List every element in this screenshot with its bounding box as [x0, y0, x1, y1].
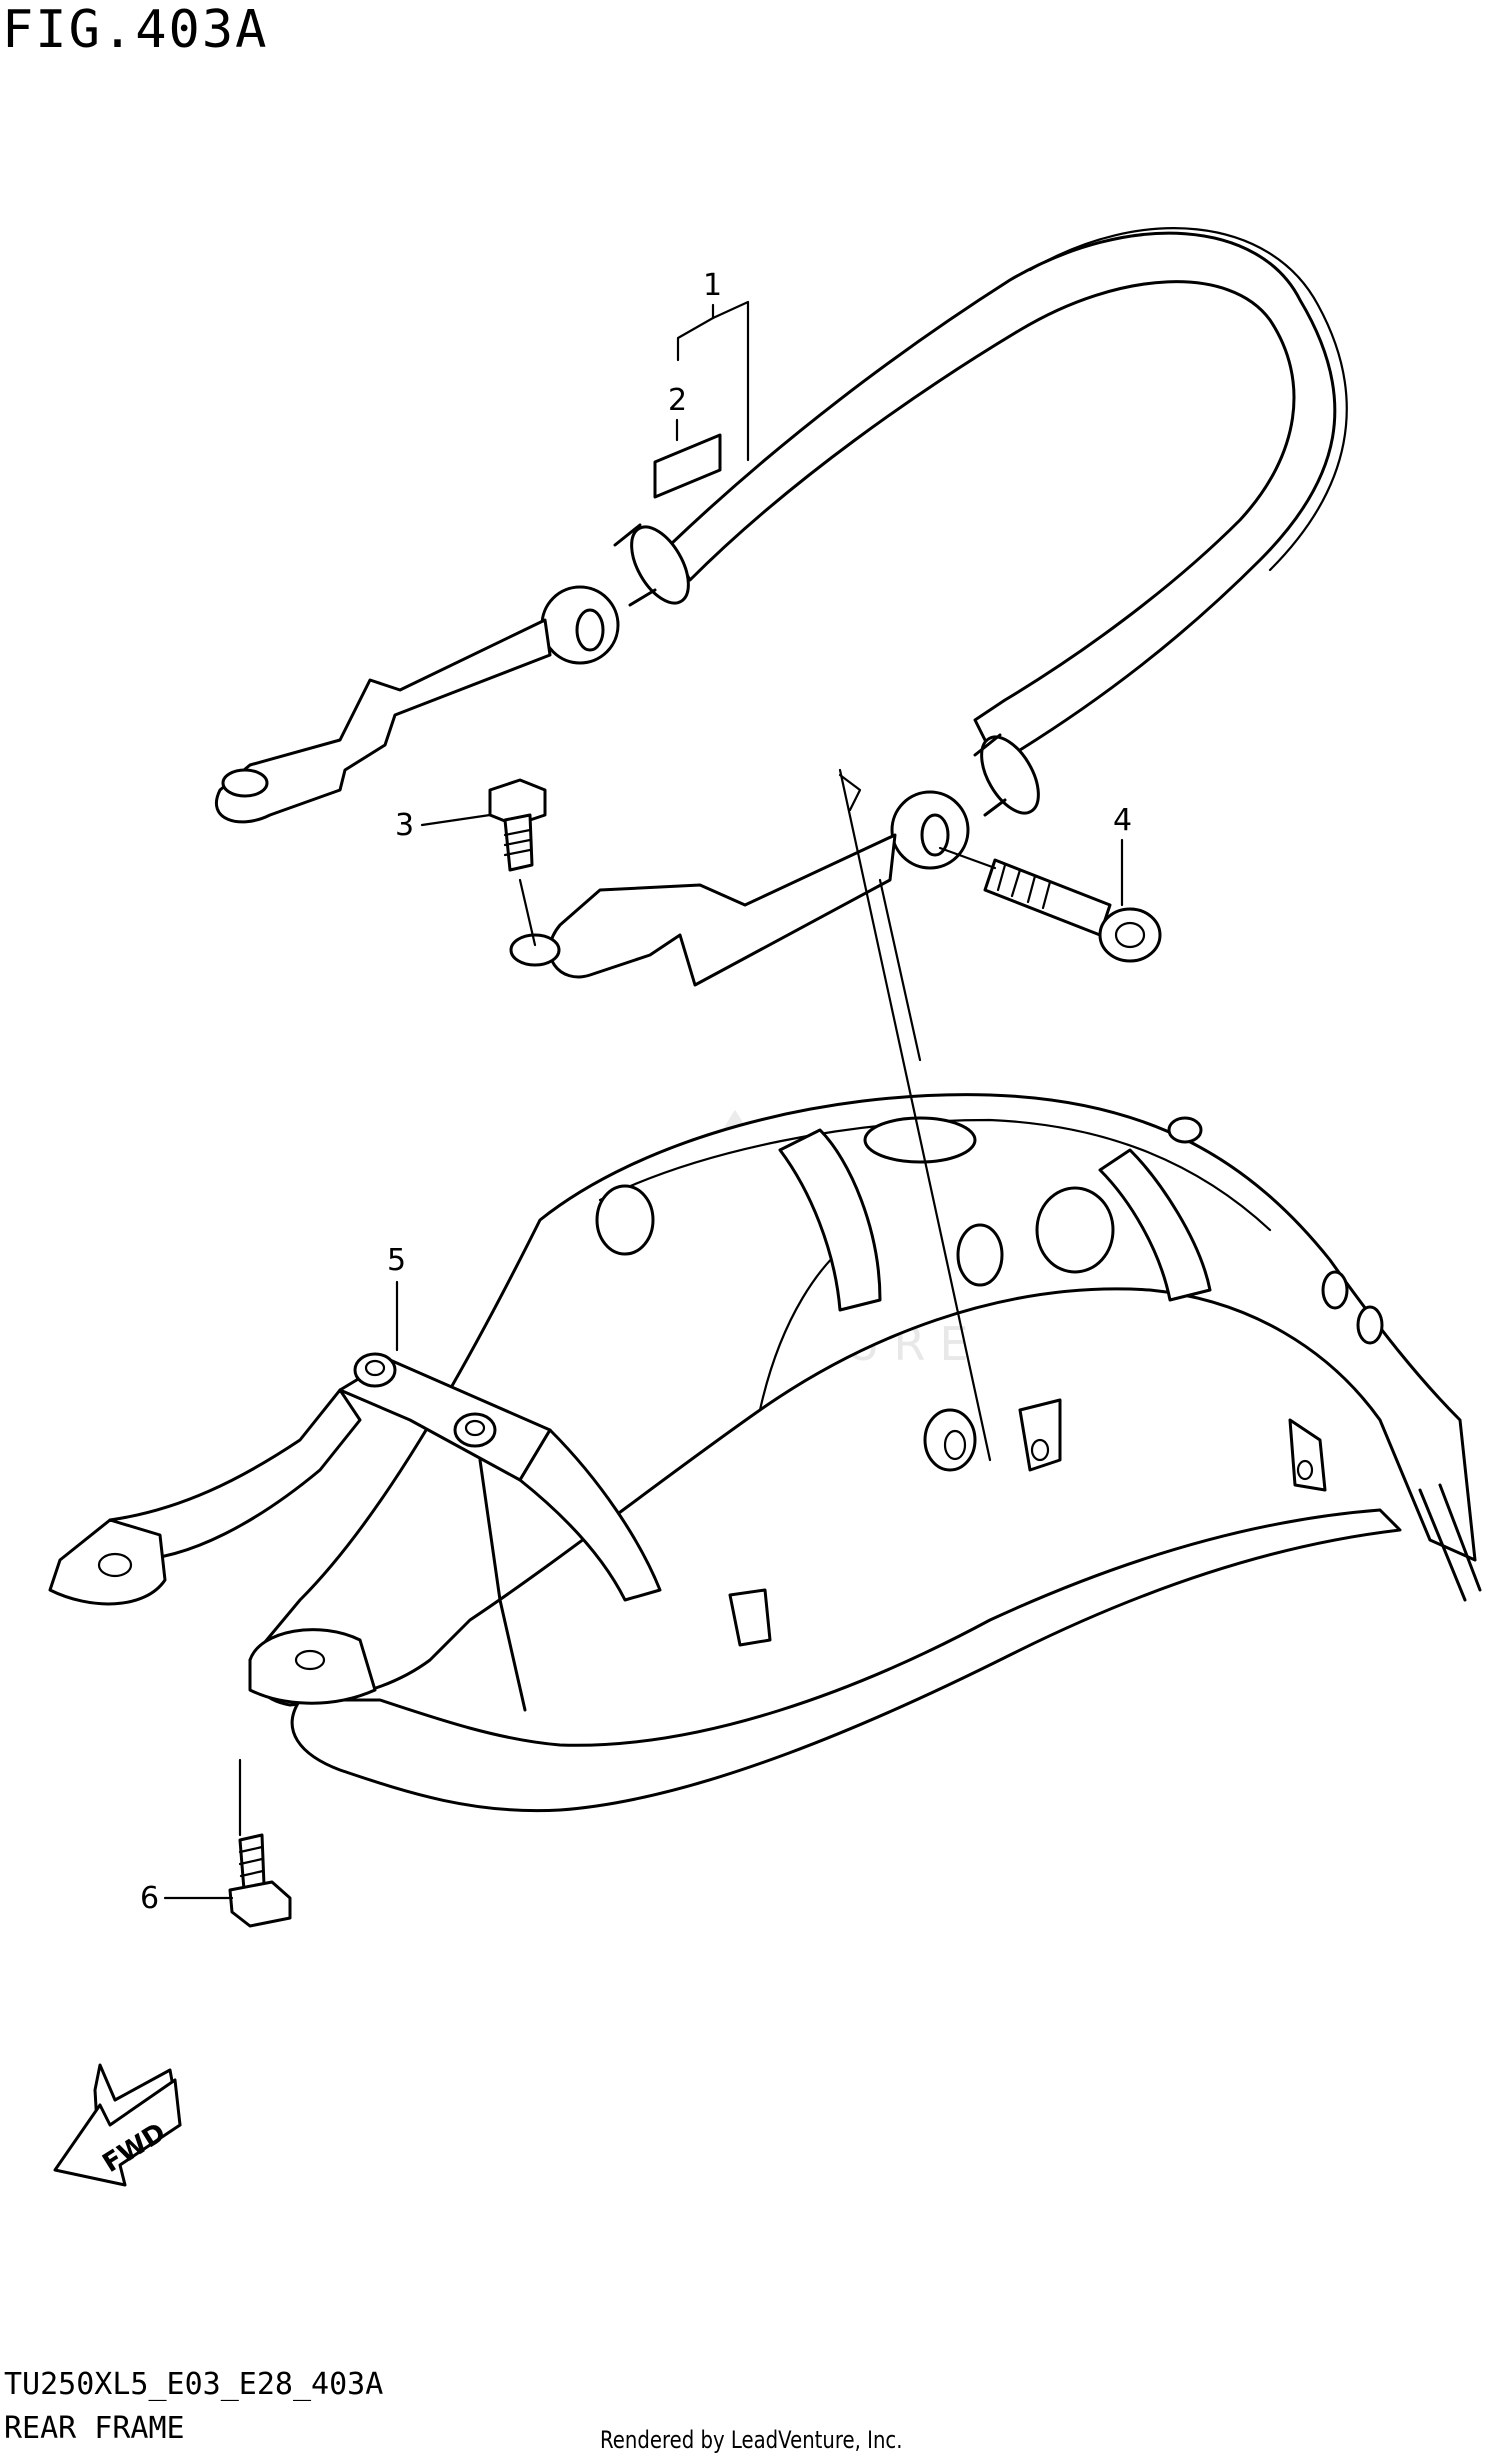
bolt-4: [938, 846, 1162, 963]
figure-code: TU250XL5_E03_E28_403A: [4, 2367, 384, 2402]
assembly-leader-lines: [838, 768, 992, 1462]
bolt-6: [228, 1758, 292, 1928]
callout-4: 4: [1113, 803, 1132, 838]
callout-2: 2: [668, 383, 687, 418]
rear-fender: [48, 1093, 1482, 1813]
figure-name: REAR FRAME: [4, 2411, 185, 2446]
figure-title: FIG.403A: [2, 0, 269, 60]
bolt-3: [488, 778, 547, 947]
fwd-arrow: FWD: [53, 2063, 182, 2187]
render-credit: Rendered by LeadVenture, Inc.: [600, 2426, 903, 2454]
callout-3: 3: [395, 808, 414, 843]
callout-6: 6: [140, 1881, 159, 1916]
callouts: 1 2 3 4 5 6: [140, 268, 1132, 1916]
grab-bar: [214, 227, 1348, 987]
callout-1: 1: [703, 268, 722, 303]
callout-5: 5: [387, 1243, 406, 1278]
